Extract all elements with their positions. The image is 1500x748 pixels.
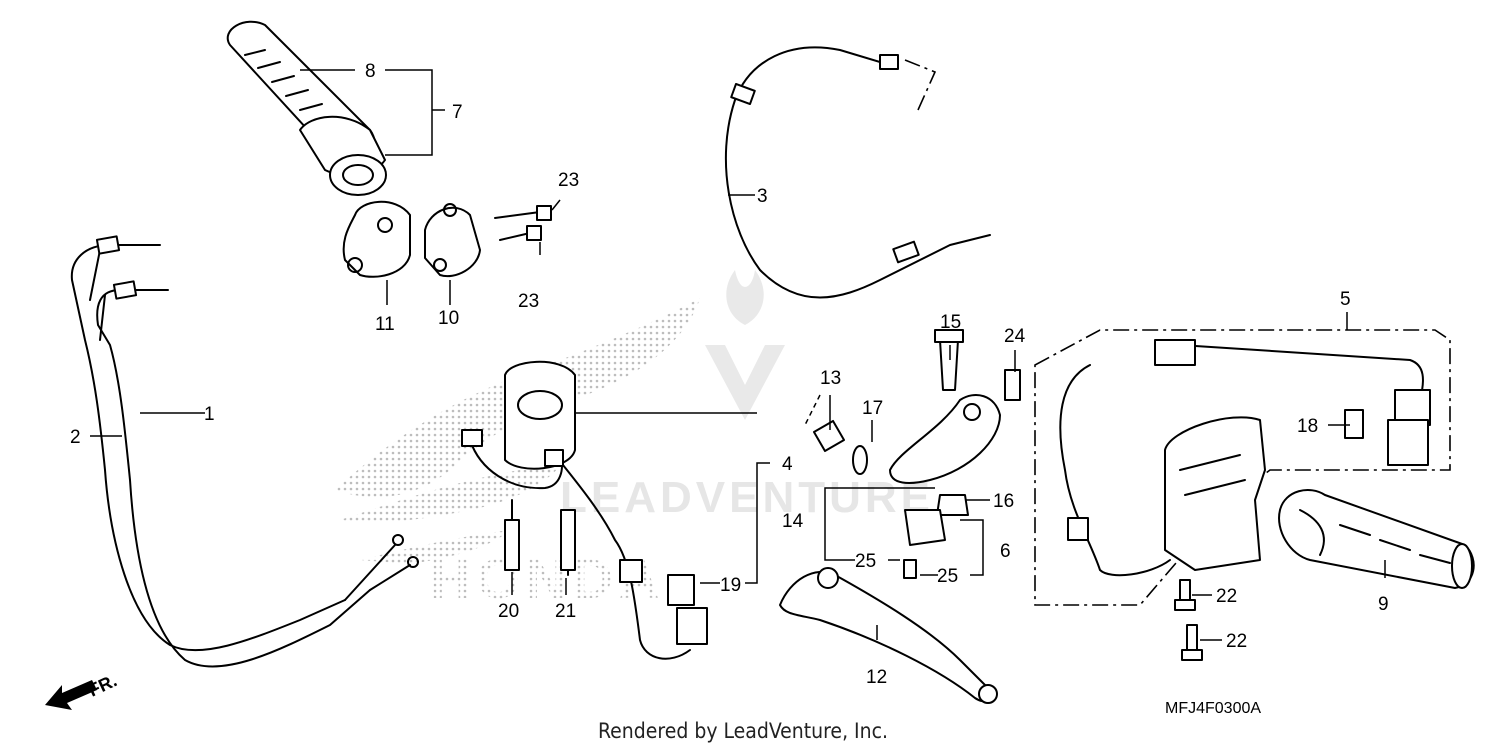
callout-15: 15 xyxy=(940,312,961,333)
callout-10: 10 xyxy=(438,308,459,329)
callout-12: 12 xyxy=(866,667,887,688)
callout-21: 21 xyxy=(555,601,576,622)
callout-25b: 25 xyxy=(937,566,958,587)
callout-6: 6 xyxy=(1000,541,1011,562)
callout-17: 17 xyxy=(862,398,883,419)
callout-4: 4 xyxy=(782,454,793,475)
callout-23b: 23 xyxy=(518,291,539,312)
callout-18: 18 xyxy=(1297,416,1318,437)
left-grip xyxy=(1278,489,1475,589)
callout-1: 1 xyxy=(204,404,215,425)
callout-7: 7 xyxy=(452,102,463,123)
clutch-lever-assembly xyxy=(779,329,1021,704)
callout-numbers: 1 2 3 4 5 6 7 8 9 10 11 12 13 14 15 16 1… xyxy=(70,61,1389,688)
callout-25a: 25 xyxy=(855,551,876,572)
screws-22 xyxy=(1174,579,1203,661)
callout-19: 19 xyxy=(720,575,741,596)
callout-8: 8 xyxy=(365,61,376,82)
throttle-housing xyxy=(342,200,552,278)
callout-3: 3 xyxy=(757,186,768,207)
callout-2: 2 xyxy=(70,427,81,448)
callout-11: 11 xyxy=(375,314,395,335)
callout-24: 24 xyxy=(1004,326,1026,347)
leadventure-watermark: LEADVENTURE xyxy=(560,270,934,522)
throttle-cables xyxy=(70,235,419,668)
callout-23a: 23 xyxy=(558,170,579,191)
throttle-grip xyxy=(226,20,387,196)
leader-lines xyxy=(90,69,1386,641)
callout-13: 13 xyxy=(820,368,841,389)
callout-22a: 22 xyxy=(1216,586,1237,607)
right-handle-switch xyxy=(461,360,708,660)
credit-text: Rendered by LeadVenture, Inc. xyxy=(598,719,888,743)
callout-20: 20 xyxy=(498,601,519,622)
watermark-text: LEADVENTURE xyxy=(560,473,934,522)
callout-14: 14 xyxy=(782,511,804,532)
drawing-code: MFJ4F0300A xyxy=(1165,700,1261,717)
clutch-cable xyxy=(724,46,991,299)
left-handle-switch xyxy=(1034,329,1451,606)
direction-label: FR. xyxy=(85,670,120,700)
callout-9: 9 xyxy=(1378,594,1389,615)
callout-22b: 22 xyxy=(1226,631,1247,652)
front-direction-arrow: FR. xyxy=(45,670,120,710)
callout-16: 16 xyxy=(993,491,1014,512)
callout-5: 5 xyxy=(1340,289,1351,310)
